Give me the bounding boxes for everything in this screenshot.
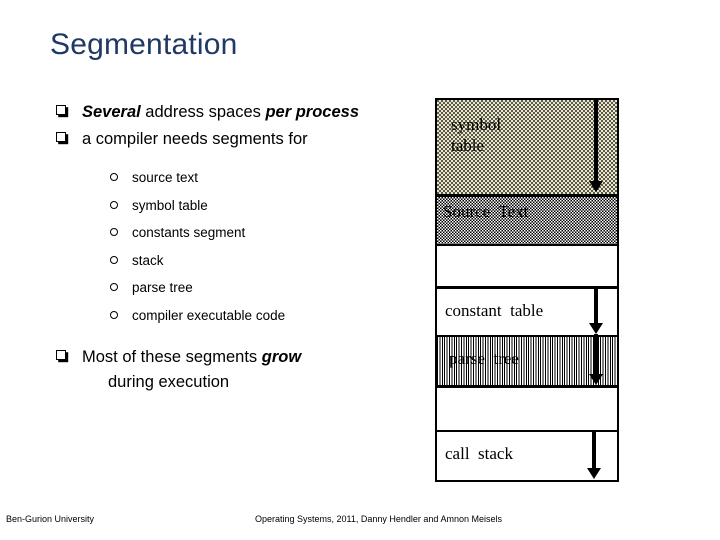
growth-arrow-constant-table bbox=[589, 286, 603, 336]
list-item: stack bbox=[108, 247, 426, 275]
hollow-circle-bullet-icon bbox=[110, 310, 118, 319]
list-item: constants segment bbox=[108, 219, 426, 247]
list-item-label: source text bbox=[132, 170, 199, 185]
sub-bullet-list: source text symbol table constants segme… bbox=[108, 164, 426, 329]
hollow-circle-bullet-icon bbox=[110, 173, 118, 181]
bullet-emphasis-grow: grow bbox=[261, 348, 302, 366]
list-item: symbol table bbox=[108, 192, 426, 220]
hollow-square-bullet-icon bbox=[56, 350, 66, 360]
segment-divider bbox=[437, 286, 617, 289]
segment-divider bbox=[437, 194, 617, 197]
segment-label-call-stack: call stack bbox=[445, 444, 513, 463]
hollow-circle-bullet-icon bbox=[110, 255, 118, 264]
growth-arrow-symbol-table bbox=[589, 98, 603, 194]
list-item-label: parse tree bbox=[132, 280, 193, 295]
bullet-label: a compiler needs segments for bbox=[82, 130, 308, 148]
segment-band-constant-table: constant table bbox=[437, 288, 617, 335]
bullet-line-2: during execution bbox=[108, 373, 230, 391]
segment-divider bbox=[437, 385, 617, 388]
list-item-label: symbol table bbox=[132, 197, 208, 213]
segment-divider bbox=[437, 334, 617, 337]
list-item: parse tree bbox=[108, 274, 426, 302]
list-item-label: stack bbox=[132, 252, 164, 268]
segment-label-source-text: Source Text bbox=[443, 201, 529, 221]
segment-divider bbox=[437, 429, 617, 432]
growth-arrow-call-stack bbox=[587, 430, 601, 482]
list-item: compiler executable code bbox=[108, 302, 426, 330]
list-item-label: compiler executable code bbox=[132, 307, 286, 323]
growth-arrow-parse-tree bbox=[589, 334, 603, 387]
segment-band-free-space-lower bbox=[437, 387, 617, 430]
bullet-plain-most-of-these: Most of these segments bbox=[82, 348, 262, 366]
segment-band-source-text: Source Text bbox=[437, 196, 617, 244]
bullet-item-several-address-spaces: Several address spaces per process bbox=[56, 100, 426, 125]
bullet-emphasis-per-process: per process bbox=[265, 103, 359, 121]
hollow-square-bullet-icon bbox=[56, 132, 66, 142]
segment-label-symbol-table-line1: symbol bbox=[451, 115, 502, 134]
hollow-circle-bullet-icon bbox=[110, 200, 118, 209]
segment-divider bbox=[437, 243, 617, 246]
hollow-square-bullet-icon bbox=[56, 105, 66, 115]
segment-label-constant-table: constant table bbox=[445, 300, 544, 320]
bullet-emphasis-several: Several bbox=[82, 103, 141, 121]
bullet-plain-address-spaces: address spaces bbox=[140, 103, 266, 121]
hollow-circle-bullet-icon bbox=[110, 228, 118, 236]
segment-band-call-stack: call stack bbox=[437, 432, 617, 479]
segment-label-parse-tree: parse tree bbox=[449, 349, 519, 368]
list-item: source text bbox=[108, 164, 426, 192]
list-item-label: constants segment bbox=[132, 225, 246, 240]
memory-segments-diagram: symbol table Source Text constant table … bbox=[435, 98, 619, 482]
segment-band-free-space-upper bbox=[437, 246, 617, 286]
segment-band-symbol-table: symbol table bbox=[437, 100, 617, 194]
footer-course-credit: Operating Systems, 2011, Danny Hendler a… bbox=[255, 514, 502, 524]
segment-band-parse-tree: parse tree bbox=[437, 337, 617, 385]
bullet-item-segments-grow: Most of these segments grow during execu… bbox=[56, 345, 426, 395]
bullet-item-compiler-needs-segments: a compiler needs segments for bbox=[56, 127, 426, 152]
hollow-circle-bullet-icon bbox=[110, 283, 118, 291]
bullet-list: Several address spaces per process a com… bbox=[56, 100, 426, 397]
footer-institution: Ben-Gurion University bbox=[6, 514, 95, 524]
segment-label-symbol-table-line2: table bbox=[451, 136, 485, 155]
page-title: Segmentation bbox=[50, 28, 238, 61]
